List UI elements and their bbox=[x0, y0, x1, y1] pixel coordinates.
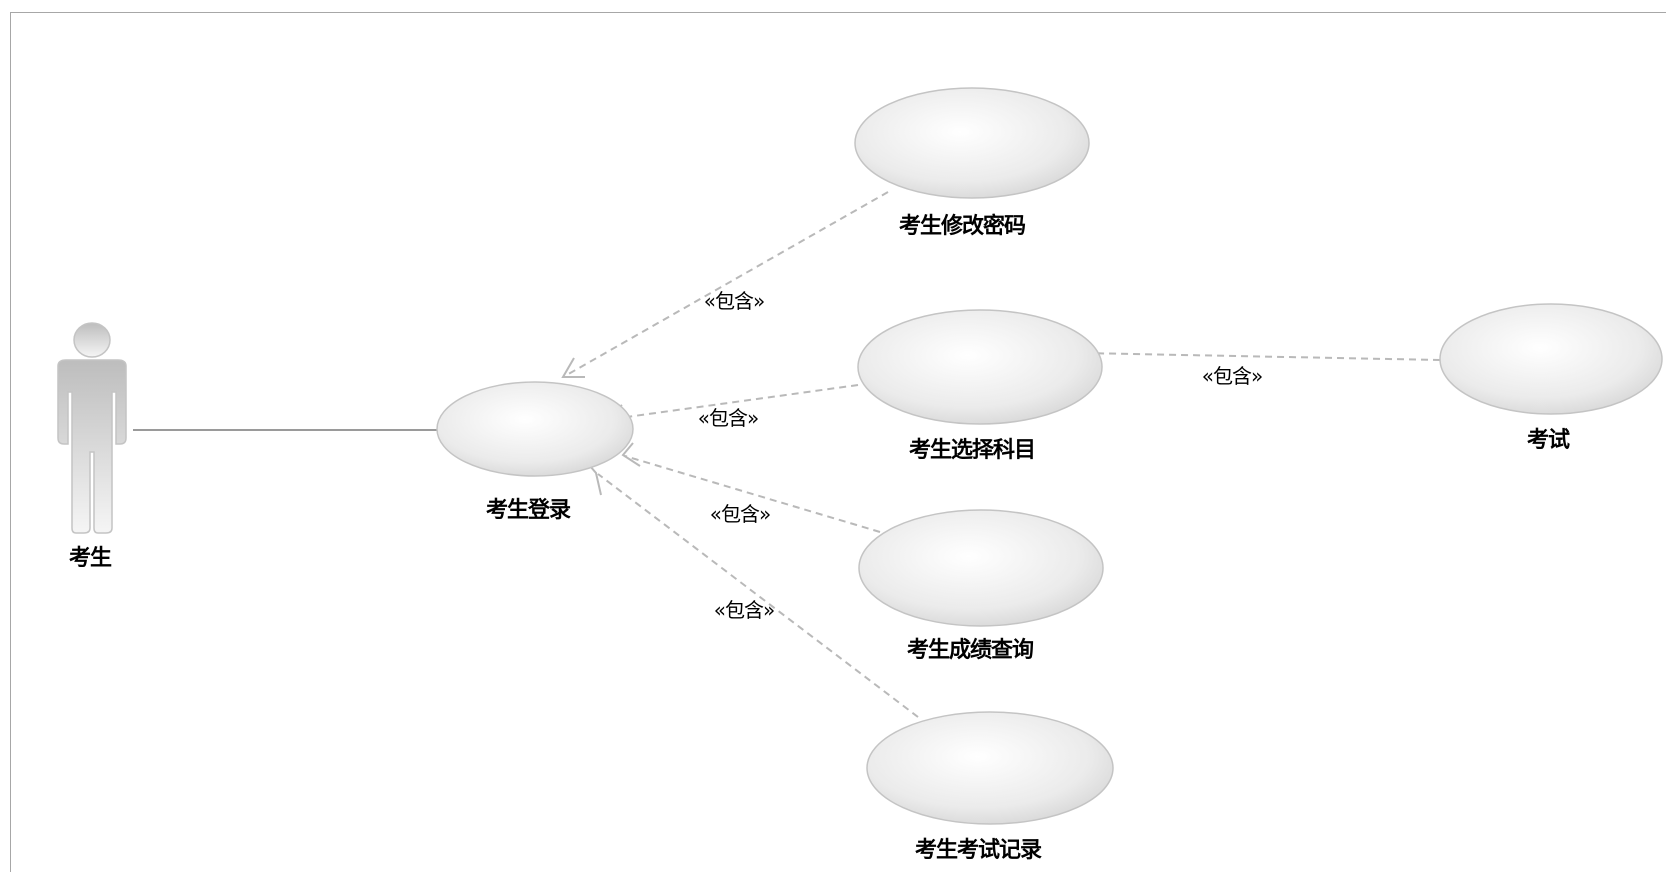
include-label-exam-record: «包含» bbox=[713, 598, 775, 622]
include-line-select-subject bbox=[604, 384, 859, 421]
use-case-exam-record[interactable] bbox=[866, 711, 1114, 825]
include-label-change-password: «包含» bbox=[703, 289, 765, 313]
use-case-exam[interactable] bbox=[1439, 303, 1663, 415]
use-case-label-exam-record: 考生考试记录 bbox=[914, 838, 1042, 863]
include-line-score-query bbox=[624, 455, 881, 533]
arrowhead-icon bbox=[561, 357, 585, 378]
use-case-label-change-password: 考生修改密码 bbox=[898, 214, 1026, 239]
actor-label: 考生 bbox=[68, 546, 112, 571]
use-case-score-query[interactable] bbox=[858, 509, 1104, 627]
use-case-login[interactable] bbox=[436, 381, 634, 477]
include-label-exam: «包含» bbox=[1201, 364, 1263, 388]
include-line-exam-record bbox=[597, 473, 919, 718]
use-case-select-subject[interactable] bbox=[857, 309, 1103, 425]
use-case-label-score-query: 考生成绩查询 bbox=[906, 638, 1034, 663]
use-case-change-password[interactable] bbox=[854, 87, 1090, 199]
diagram-canvas bbox=[10, 12, 1666, 872]
actor-figure-icon[interactable] bbox=[57, 322, 127, 534]
arrowhead-icon bbox=[621, 442, 641, 467]
use-case-label-select-subject: 考生选择科目 bbox=[908, 438, 1036, 463]
use-case-label-login: 考生登录 bbox=[485, 498, 571, 523]
include-label-select-subject: «包含» bbox=[697, 406, 759, 430]
include-label-score-query: «包含» bbox=[709, 502, 771, 526]
include-line-change-password bbox=[564, 191, 889, 377]
use-case-label-exam: 考试 bbox=[1526, 428, 1570, 453]
arrowhead-icon bbox=[589, 465, 602, 496]
